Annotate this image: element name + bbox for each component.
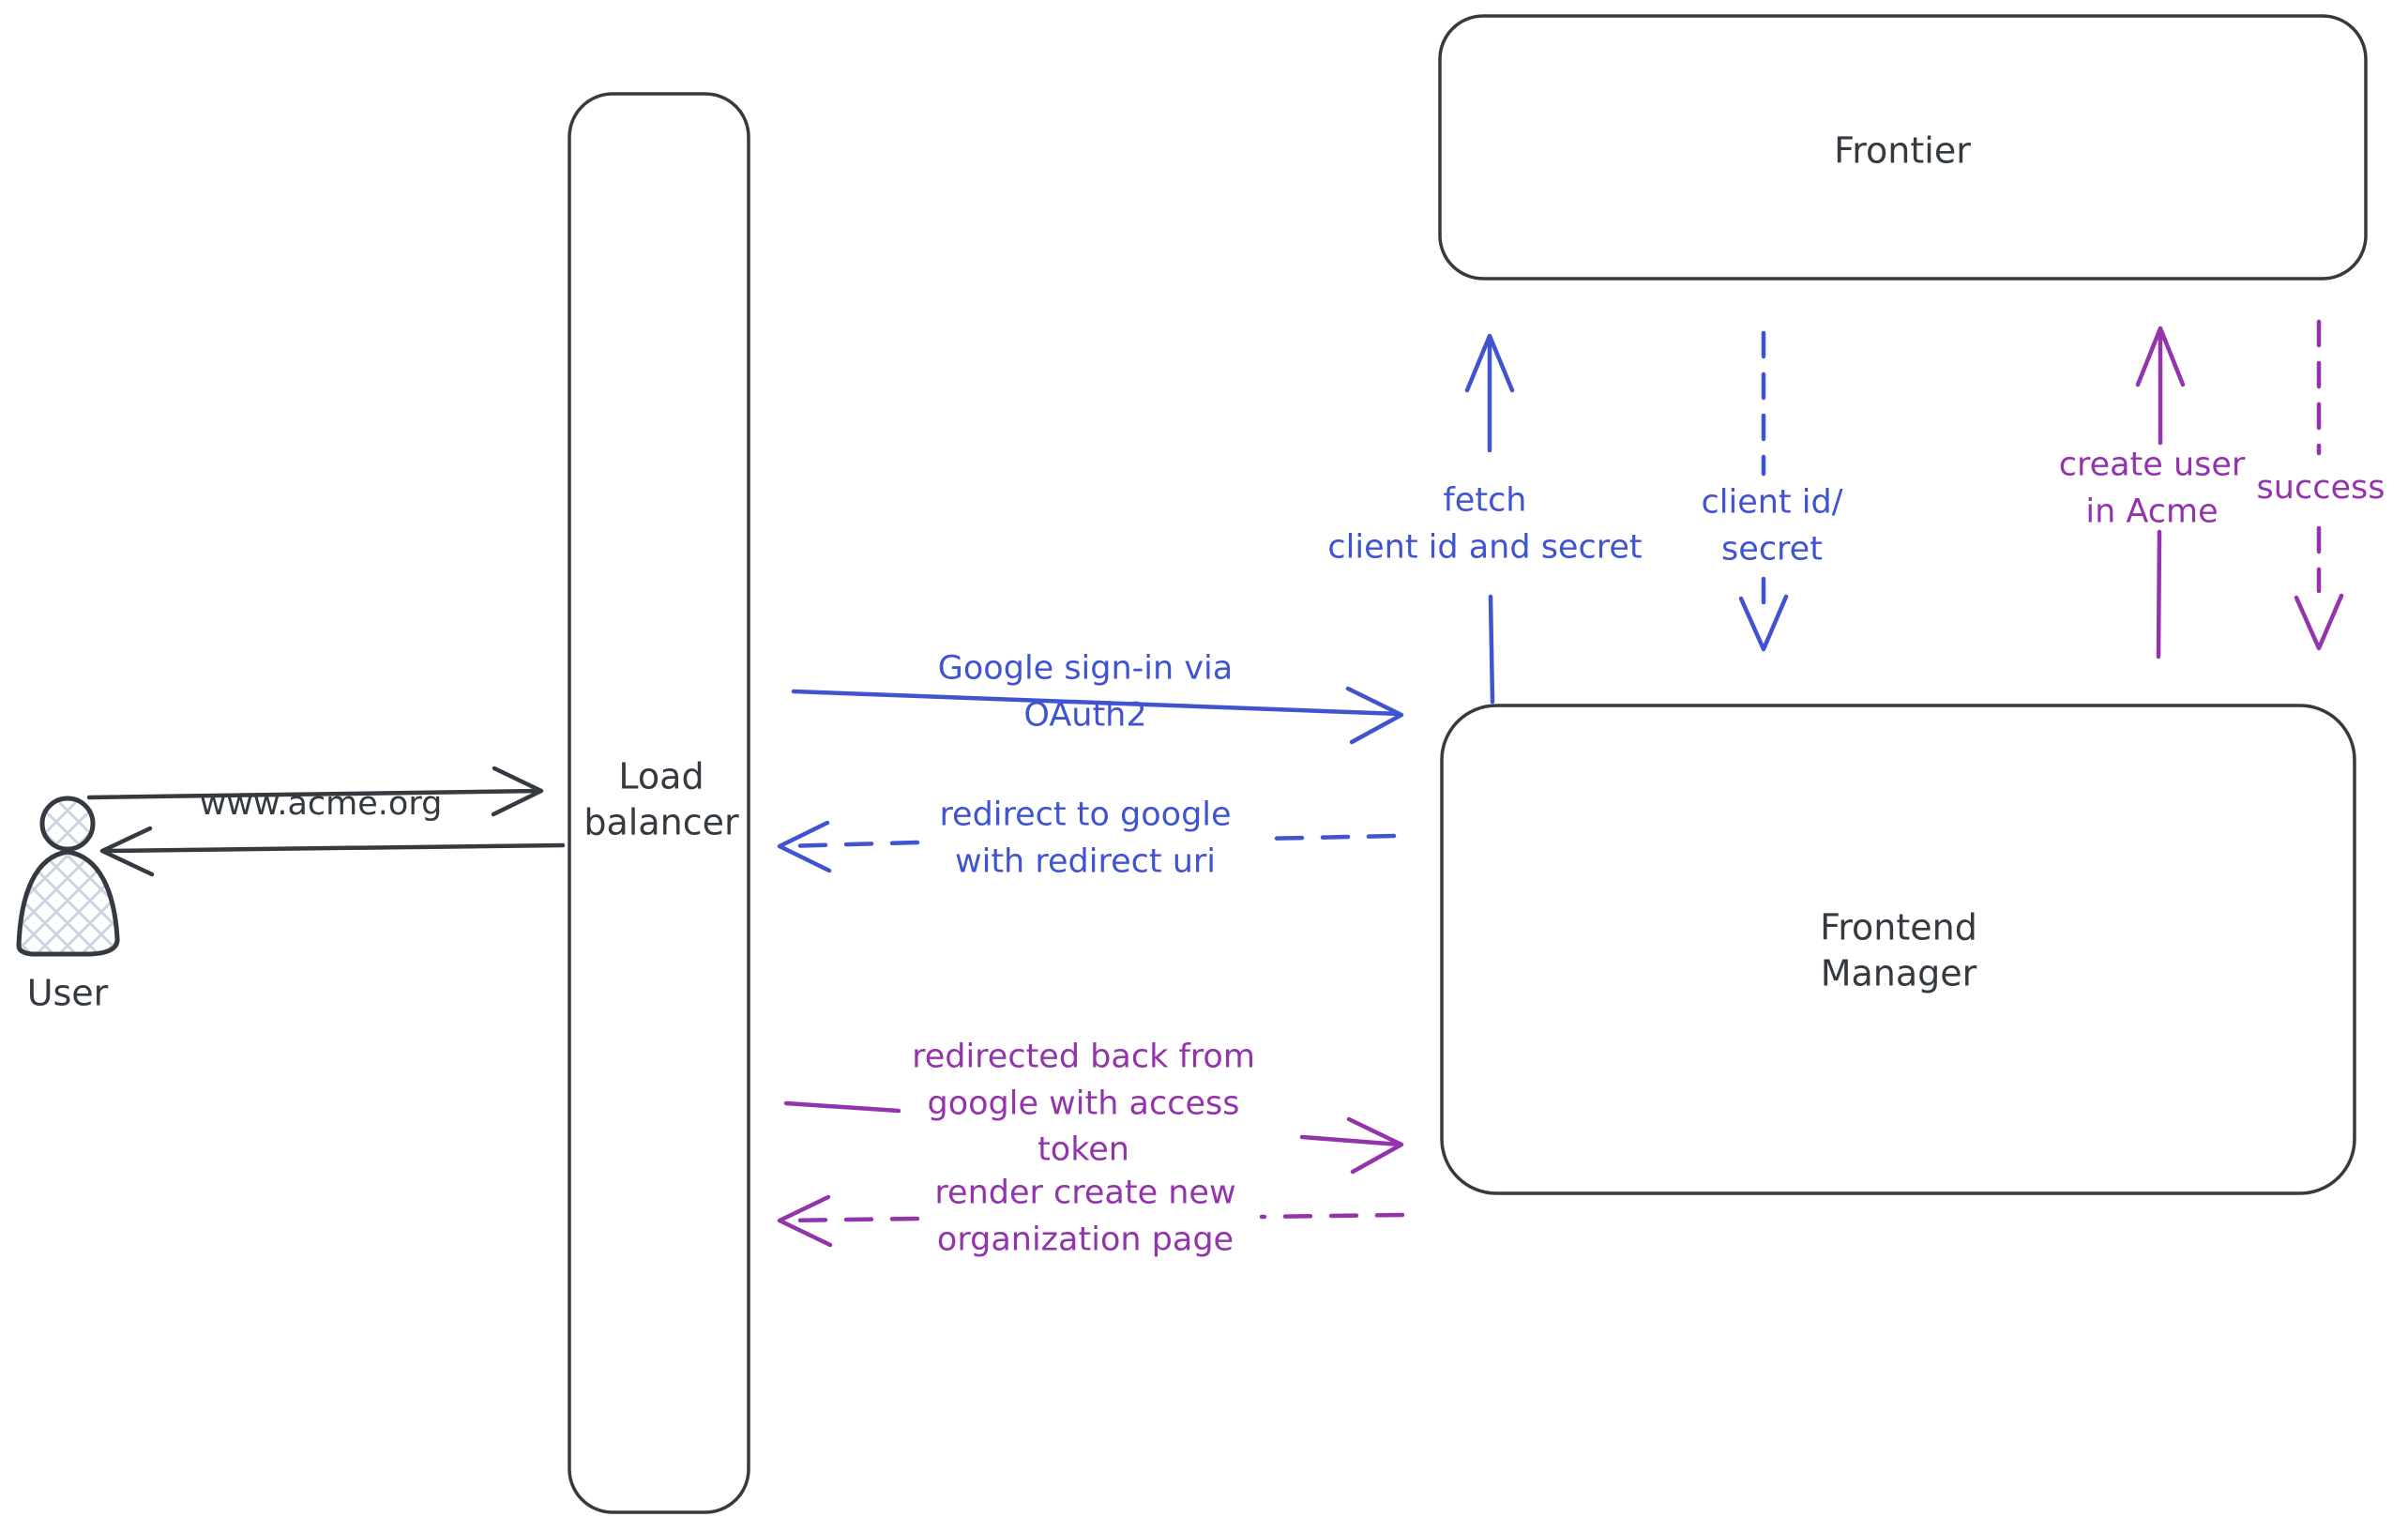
google-signin-arrowhead — [1345, 686, 1404, 745]
client-id-arrowhead — [1738, 594, 1789, 652]
return-arrowhead — [99, 826, 155, 877]
create-user-arrowhead — [2135, 326, 2186, 387]
create-user-arrow-lower — [2156, 529, 2162, 660]
fetch-client-arrow-lower — [1488, 594, 1495, 705]
person-icon — [16, 796, 120, 957]
redirect-google-dash-right — [1259, 833, 1397, 842]
www-acme-arrowhead — [491, 766, 544, 817]
redirected-back-arrow-tail — [783, 1100, 901, 1114]
redirected-back-arrowhead — [1346, 1116, 1404, 1175]
load-balancer-box — [568, 92, 750, 1514]
frontend-manager-box — [1440, 704, 2356, 1195]
www-acme-arrow — [86, 788, 542, 800]
render-org-dash-left — [779, 1216, 920, 1223]
google-signin-arrow — [791, 689, 1402, 717]
redirect-google-arrowhead — [777, 820, 832, 873]
render-org-arrowhead — [777, 1194, 833, 1248]
fetch-client-arrowhead — [1464, 333, 1515, 393]
redirect-google-dash-left — [779, 840, 920, 849]
redirected-back-arrow-tip-segment — [1299, 1134, 1402, 1147]
success-arrowhead — [2294, 593, 2344, 651]
render-org-dash-right — [1259, 1212, 1405, 1220]
return-arrow — [102, 842, 566, 854]
frontier-box — [1438, 14, 2368, 281]
